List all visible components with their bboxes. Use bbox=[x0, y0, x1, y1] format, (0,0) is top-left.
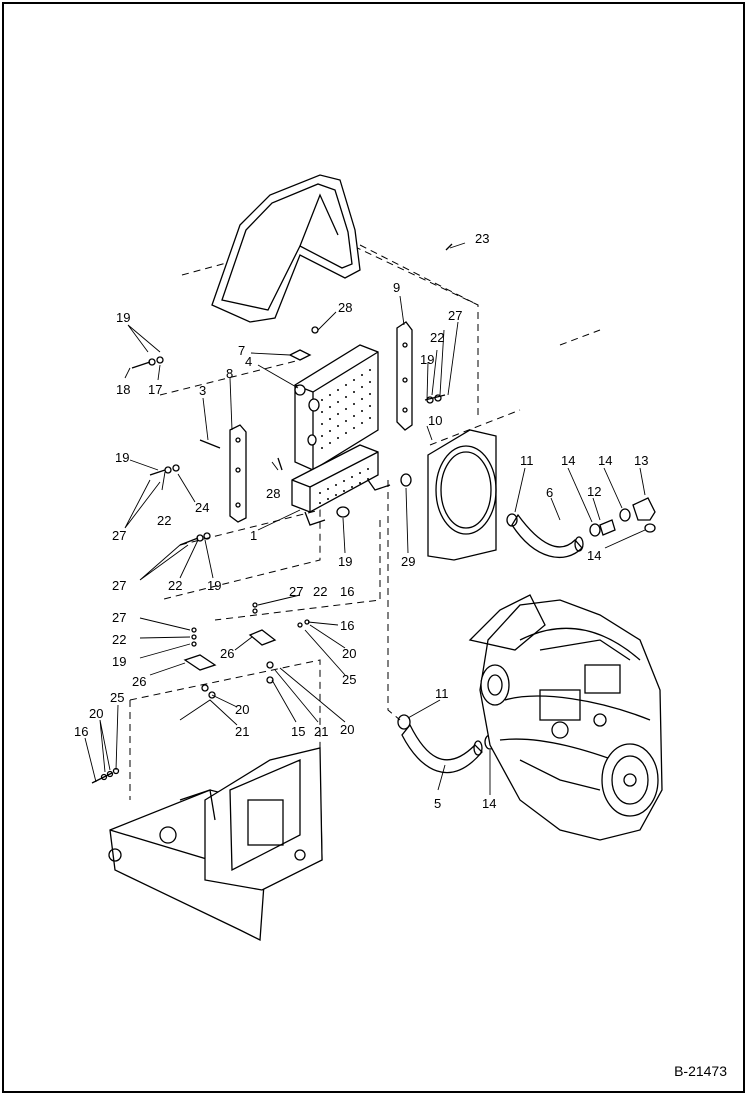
callout-26b: 26 bbox=[132, 674, 146, 689]
oil-cooler bbox=[291, 444, 391, 526]
callout-20d: 20 bbox=[89, 706, 103, 721]
callout-29: 29 bbox=[401, 554, 415, 569]
callout-20c: 20 bbox=[235, 702, 249, 717]
callout-19b: 19 bbox=[115, 450, 129, 465]
callout-6: 6 bbox=[546, 485, 553, 500]
callout-7: 7 bbox=[238, 343, 245, 358]
callout-labels: 1 3 4 5 6 7 8 9 10 11 11 12 13 14 14 14 … bbox=[74, 231, 648, 811]
leader-lines bbox=[84, 242, 646, 795]
callout-20b: 20 bbox=[340, 722, 354, 737]
bracket-left bbox=[229, 424, 247, 523]
engine-assembly bbox=[468, 594, 663, 841]
callout-14c: 14 bbox=[587, 548, 601, 563]
assembly-guide-lines bbox=[129, 234, 601, 800]
callout-21b: 21 bbox=[235, 724, 249, 739]
hose-clamps bbox=[397, 473, 656, 750]
callout-24: 24 bbox=[195, 500, 209, 515]
callout-9: 9 bbox=[393, 280, 400, 295]
callout-22e: 22 bbox=[313, 584, 327, 599]
callout-27b: 27 bbox=[112, 578, 126, 593]
callout-16c: 16 bbox=[74, 724, 88, 739]
fasteners bbox=[91, 243, 453, 784]
callout-22d: 22 bbox=[430, 330, 444, 345]
callout-14a: 14 bbox=[561, 453, 575, 468]
callout-1: 1 bbox=[250, 528, 257, 543]
callout-5: 5 bbox=[434, 796, 441, 811]
callout-26a: 26 bbox=[220, 646, 234, 661]
callout-16b: 16 bbox=[340, 584, 354, 599]
callout-19f: 19 bbox=[338, 554, 352, 569]
upper-hose bbox=[511, 513, 584, 558]
callout-14d: 14 bbox=[482, 796, 496, 811]
mounting-frame bbox=[108, 747, 323, 942]
callout-21a: 21 bbox=[314, 724, 328, 739]
callout-25a: 25 bbox=[342, 672, 356, 687]
callout-20a: 20 bbox=[342, 646, 356, 661]
callout-13: 13 bbox=[634, 453, 648, 468]
callout-25b: 25 bbox=[110, 690, 124, 705]
callout-22a: 22 bbox=[157, 513, 171, 528]
callout-4: 4 bbox=[245, 354, 252, 369]
fan-shroud-top bbox=[211, 174, 361, 323]
callout-19c: 19 bbox=[207, 578, 221, 593]
callout-27c: 27 bbox=[112, 610, 126, 625]
callout-8: 8 bbox=[226, 366, 233, 381]
callout-16a: 16 bbox=[340, 618, 354, 633]
lower-hose bbox=[401, 723, 483, 774]
bracket-right bbox=[396, 321, 413, 431]
callout-19e: 19 bbox=[420, 352, 434, 367]
fan-shroud-ring bbox=[427, 429, 497, 561]
callout-28a: 28 bbox=[338, 300, 352, 315]
callout-27e: 27 bbox=[289, 584, 303, 599]
figure-reference-number: B-21473 bbox=[674, 1063, 727, 1079]
callout-18: 18 bbox=[116, 382, 130, 397]
callout-15: 15 bbox=[291, 724, 305, 739]
callout-14b: 14 bbox=[598, 453, 612, 468]
callout-22b: 22 bbox=[168, 578, 182, 593]
callout-3: 3 bbox=[199, 383, 206, 398]
callout-27a: 27 bbox=[112, 528, 126, 543]
callout-11: 11 bbox=[520, 453, 534, 468]
callout-19a: 19 bbox=[116, 310, 130, 325]
callout-23: 23 bbox=[475, 231, 489, 246]
callout-22c: 22 bbox=[112, 632, 126, 647]
callout-12: 12 bbox=[587, 484, 601, 499]
callout-19d: 19 bbox=[112, 654, 126, 669]
callout-11b: 11 bbox=[435, 686, 449, 701]
callout-28b: 28 bbox=[266, 486, 280, 501]
callout-17: 17 bbox=[148, 382, 162, 397]
callout-27d: 27 bbox=[448, 308, 462, 323]
callout-10: 10 bbox=[428, 413, 442, 428]
